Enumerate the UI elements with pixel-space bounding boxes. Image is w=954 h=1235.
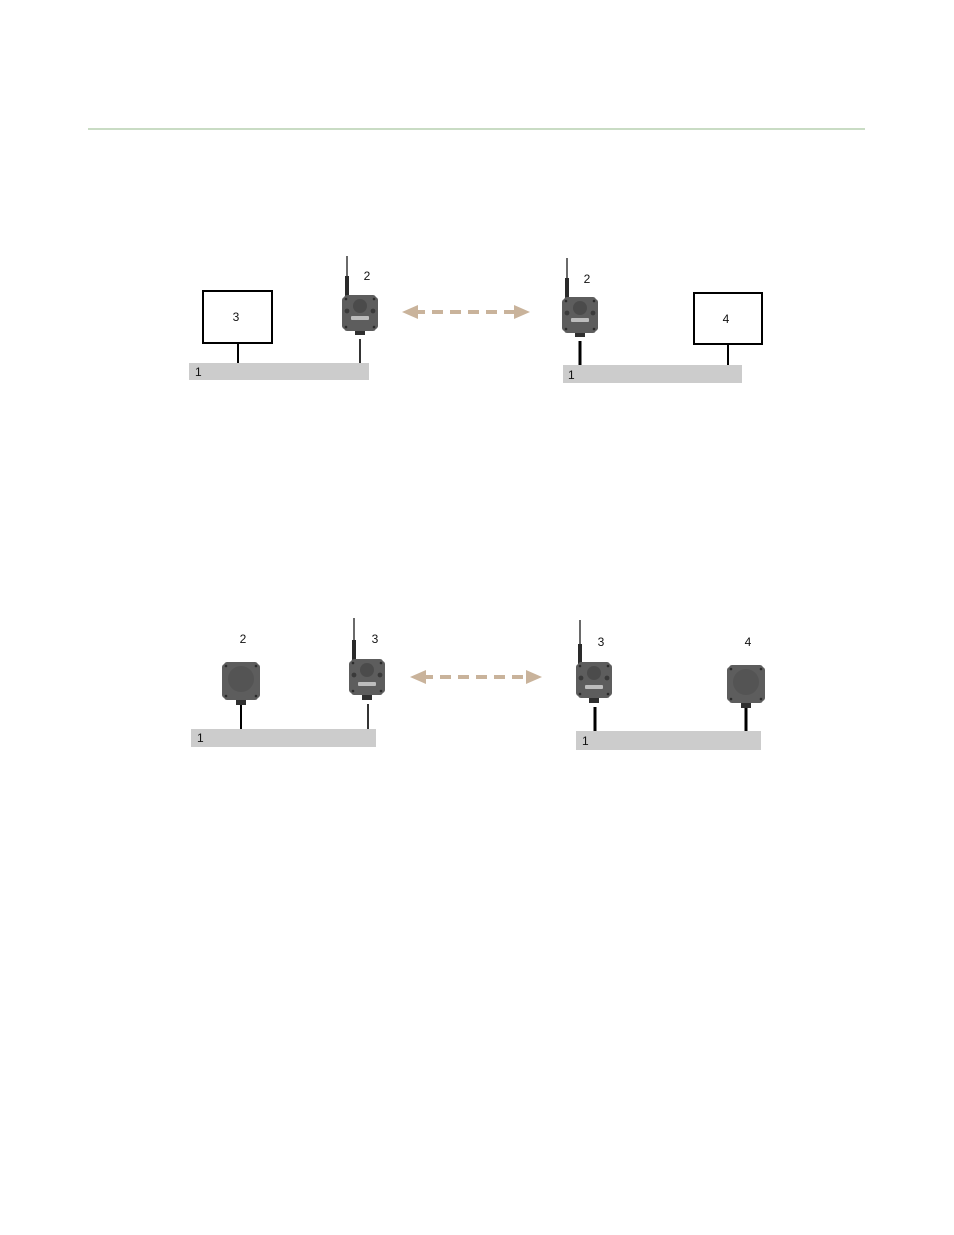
node-device	[222, 662, 260, 705]
wireless-link-arrow	[402, 305, 530, 319]
radio-device	[342, 256, 378, 335]
bus-label: 1	[582, 734, 589, 748]
node-label: 4	[745, 635, 752, 649]
diagram-top: 1 3 2 1 2 4	[0, 240, 954, 400]
bus-bar	[189, 363, 369, 380]
radio-label: 2	[364, 269, 371, 283]
diagram-bottom: 1 2 3 1 3 4	[0, 610, 954, 760]
radio-label: 2	[584, 272, 591, 286]
bus-bar	[576, 731, 761, 750]
bus-bar	[563, 365, 742, 383]
node-label: 2	[240, 632, 247, 646]
bus-bar	[191, 729, 376, 747]
bus-label: 1	[568, 368, 575, 382]
radio-device	[349, 618, 385, 700]
radio-label: 3	[598, 635, 605, 649]
bus-label: 1	[195, 365, 202, 379]
wireless-link-arrow	[410, 670, 542, 684]
device-box-label: 4	[723, 312, 730, 326]
radio-device	[576, 620, 612, 703]
header-rule	[88, 128, 865, 130]
radio-device	[562, 258, 598, 337]
radio-label: 3	[372, 632, 379, 646]
node-device	[727, 665, 765, 708]
bus-label: 1	[197, 731, 204, 745]
device-box-label: 3	[233, 310, 240, 324]
